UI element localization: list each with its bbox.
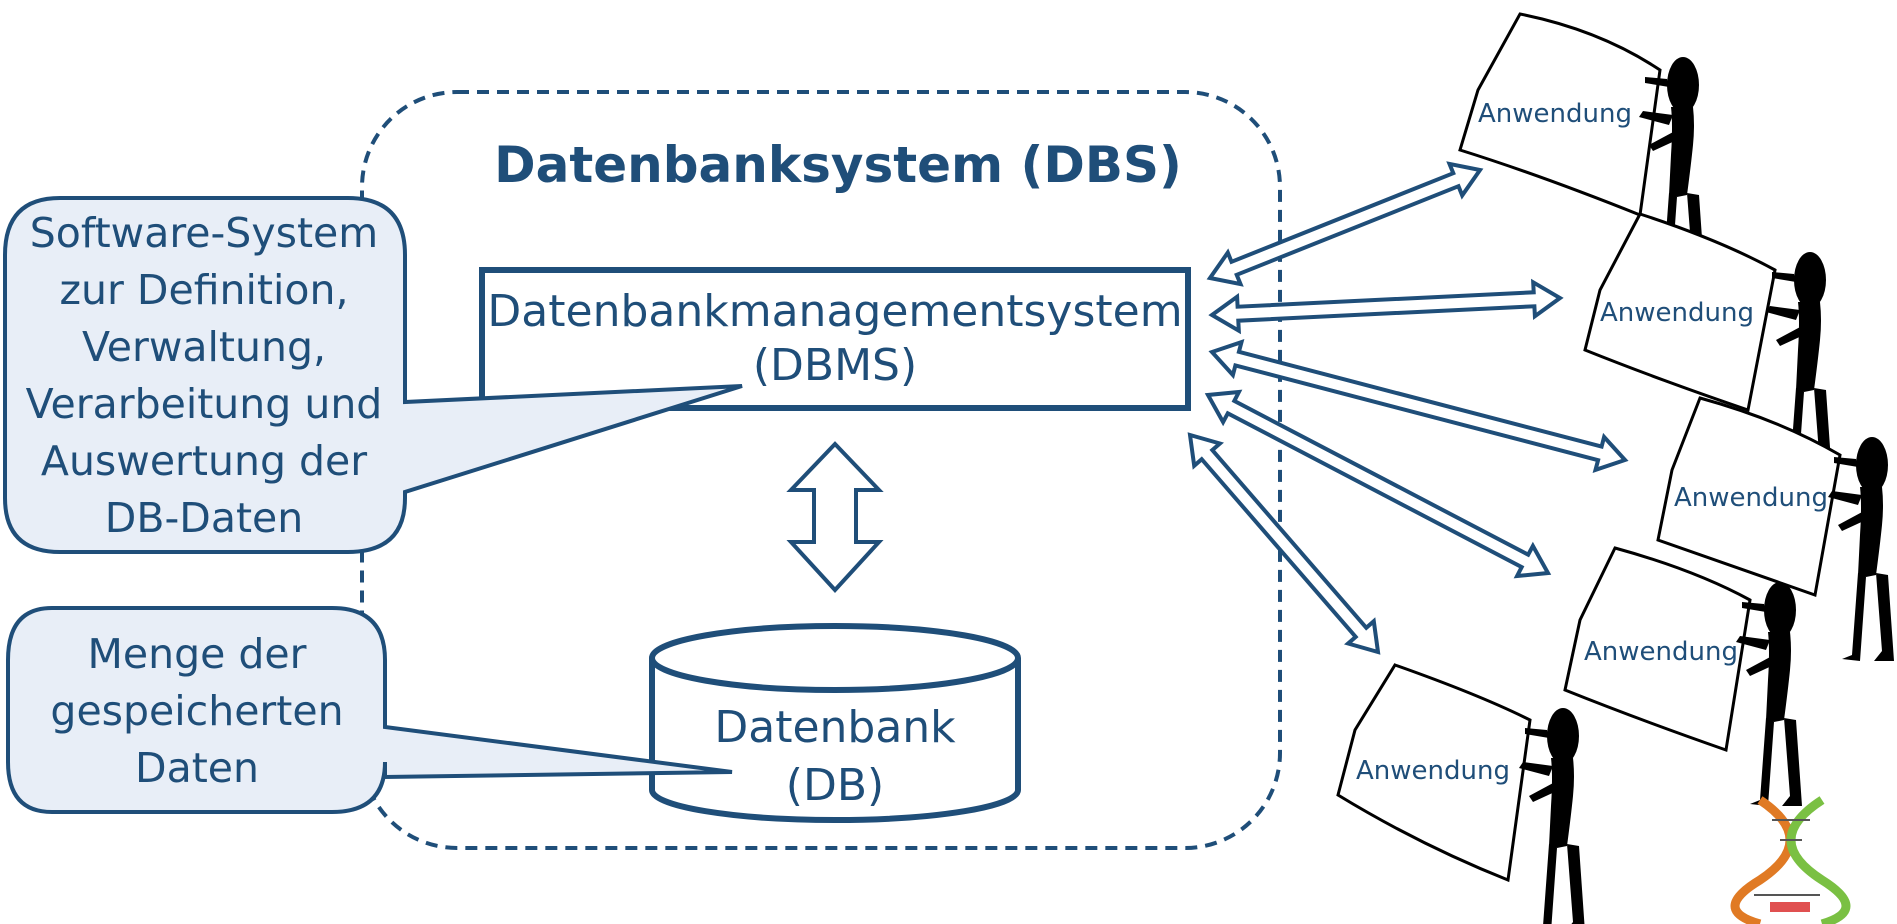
application-label: Anwendung [1584, 637, 1738, 667]
dbs-title: Datenbanksystem (DBS) [494, 136, 1182, 194]
db-cylinder-body [649, 658, 1021, 823]
application-arrows [1187, 161, 1629, 655]
double-arrow [1208, 339, 1629, 473]
callout-software-line: Software-System [30, 209, 378, 257]
callout-software-line: Auswertung der [41, 437, 367, 485]
double-arrow [1208, 278, 1564, 335]
application-sign [1563, 546, 1752, 753]
application-2: Anwendung [1583, 212, 1832, 476]
double-arrow [1187, 432, 1381, 655]
application-sign [1583, 212, 1777, 412]
application-sign [1336, 663, 1532, 883]
application-3: Anwendung [1656, 396, 1894, 661]
application-sign [1656, 396, 1842, 598]
dbms-label-line2: (DBMS) [753, 340, 917, 391]
dbms-label-line1: Datenbankmanagementsystem [487, 286, 1182, 337]
application-5: Anwendung [1336, 663, 1585, 924]
double-arrow [1206, 161, 1484, 287]
callout-data-line: gespeicherten [50, 687, 343, 735]
person-icon [1519, 708, 1585, 924]
callout-software-system [3, 196, 743, 554]
application-label: Anwendung [1356, 756, 1510, 786]
callout-data-line: Daten [135, 744, 259, 792]
callout-software-line: Verarbeitung und [26, 380, 383, 428]
dbms-box [479, 267, 1191, 411]
callout-stored-data [6, 606, 733, 814]
db-cylinder-top [649, 623, 1021, 693]
dna-logo-icon [1730, 796, 1851, 924]
double-arrow [1204, 389, 1552, 579]
application-1: Anwendung [1458, 12, 1705, 281]
application-label: Anwendung [1600, 298, 1754, 328]
db-label-line2: (DB) [786, 760, 884, 811]
application-4: Anwendung [1563, 546, 1802, 806]
callout-software-line: DB-Daten [105, 494, 303, 542]
callout-software-line: zur Definition, [60, 266, 349, 314]
callout-software-text: Software-System zur Definition, Verwaltu… [26, 209, 383, 542]
application-label: Anwendung [1478, 99, 1632, 129]
application-label: Anwendung [1674, 483, 1828, 513]
db-label-line1: Datenbank [714, 702, 956, 753]
dbms-db-double-arrow [786, 441, 884, 593]
callout-software-line: Verwaltung, [82, 323, 326, 371]
callout-data-line: Menge der [88, 630, 307, 678]
